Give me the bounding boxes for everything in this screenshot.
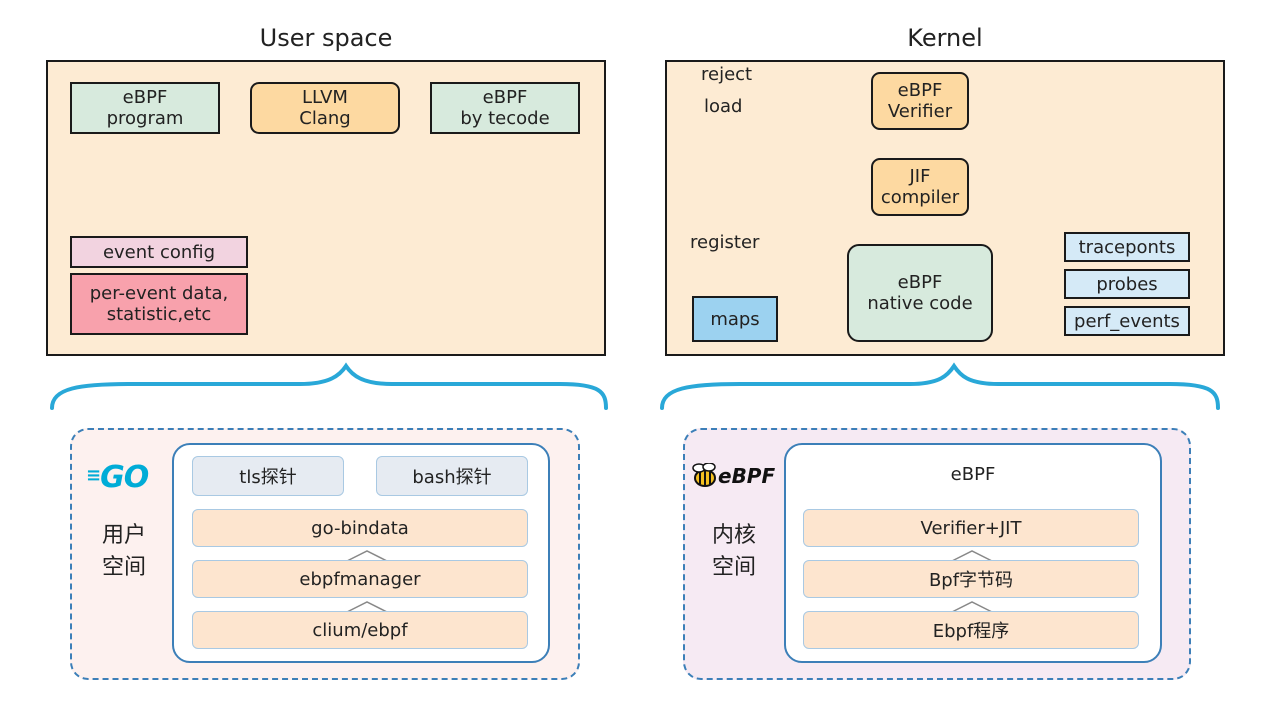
register-label: register: [690, 232, 760, 253]
ebpf-program-box: eBPF program: [70, 82, 220, 134]
ebpf-bytecode-box: eBPF by tecode: [430, 82, 580, 134]
ebpfmanager-box: ebpfmanager: [192, 560, 528, 598]
maps-box: maps: [692, 296, 778, 342]
probes-box: probes: [1064, 269, 1190, 299]
ebpf-program-cn-box: Ebpf程序: [803, 611, 1139, 649]
user-space-brace: [50, 362, 608, 410]
ebpf-verifier-box: eBPF Verifier: [871, 72, 969, 130]
tls-probe-box: tls探针: [192, 456, 344, 496]
llvm-clang-box: LLVM Clang: [250, 82, 400, 134]
ebpf-native-code-box: eBPF native code: [847, 244, 993, 342]
go-logo-text: GO: [100, 460, 149, 495]
bash-probe-box: bash探针: [376, 456, 528, 496]
bee-icon: [692, 463, 716, 487]
bpf-bytecode-box: Bpf字节码: [803, 560, 1139, 598]
ebpf-header-label: eBPF: [950, 464, 996, 485]
kernel-title: Kernel: [907, 24, 983, 52]
verifier-jit-box: Verifier+JIT: [803, 509, 1139, 547]
event-config-box: event config: [70, 236, 248, 268]
reject-label: reject: [701, 64, 753, 85]
load-label: load: [704, 96, 743, 117]
ebpf-logo: eBPF: [690, 463, 775, 489]
go-bindata-box: go-bindata: [192, 509, 528, 547]
perf-events-box: perf_events: [1064, 306, 1190, 336]
go-logo: ≡GO: [86, 460, 149, 495]
per-event-data-box: per-event data, statistic,etc: [70, 273, 248, 335]
cilium-ebpf-box: clium/ebpf: [192, 611, 528, 649]
kernel-space-caption: 内核 空间: [711, 523, 756, 580]
user-space-title: User space: [259, 24, 393, 52]
ebpf-logo-text: eBPF: [718, 464, 776, 488]
go-speed-lines-icon: ≡: [86, 465, 101, 486]
kernel-brace: [660, 362, 1220, 410]
user-space-caption: 用户 空间: [101, 523, 146, 580]
tracepoints-box: traceponts: [1064, 232, 1190, 262]
jit-compiler-box: JIF compiler: [871, 158, 969, 216]
